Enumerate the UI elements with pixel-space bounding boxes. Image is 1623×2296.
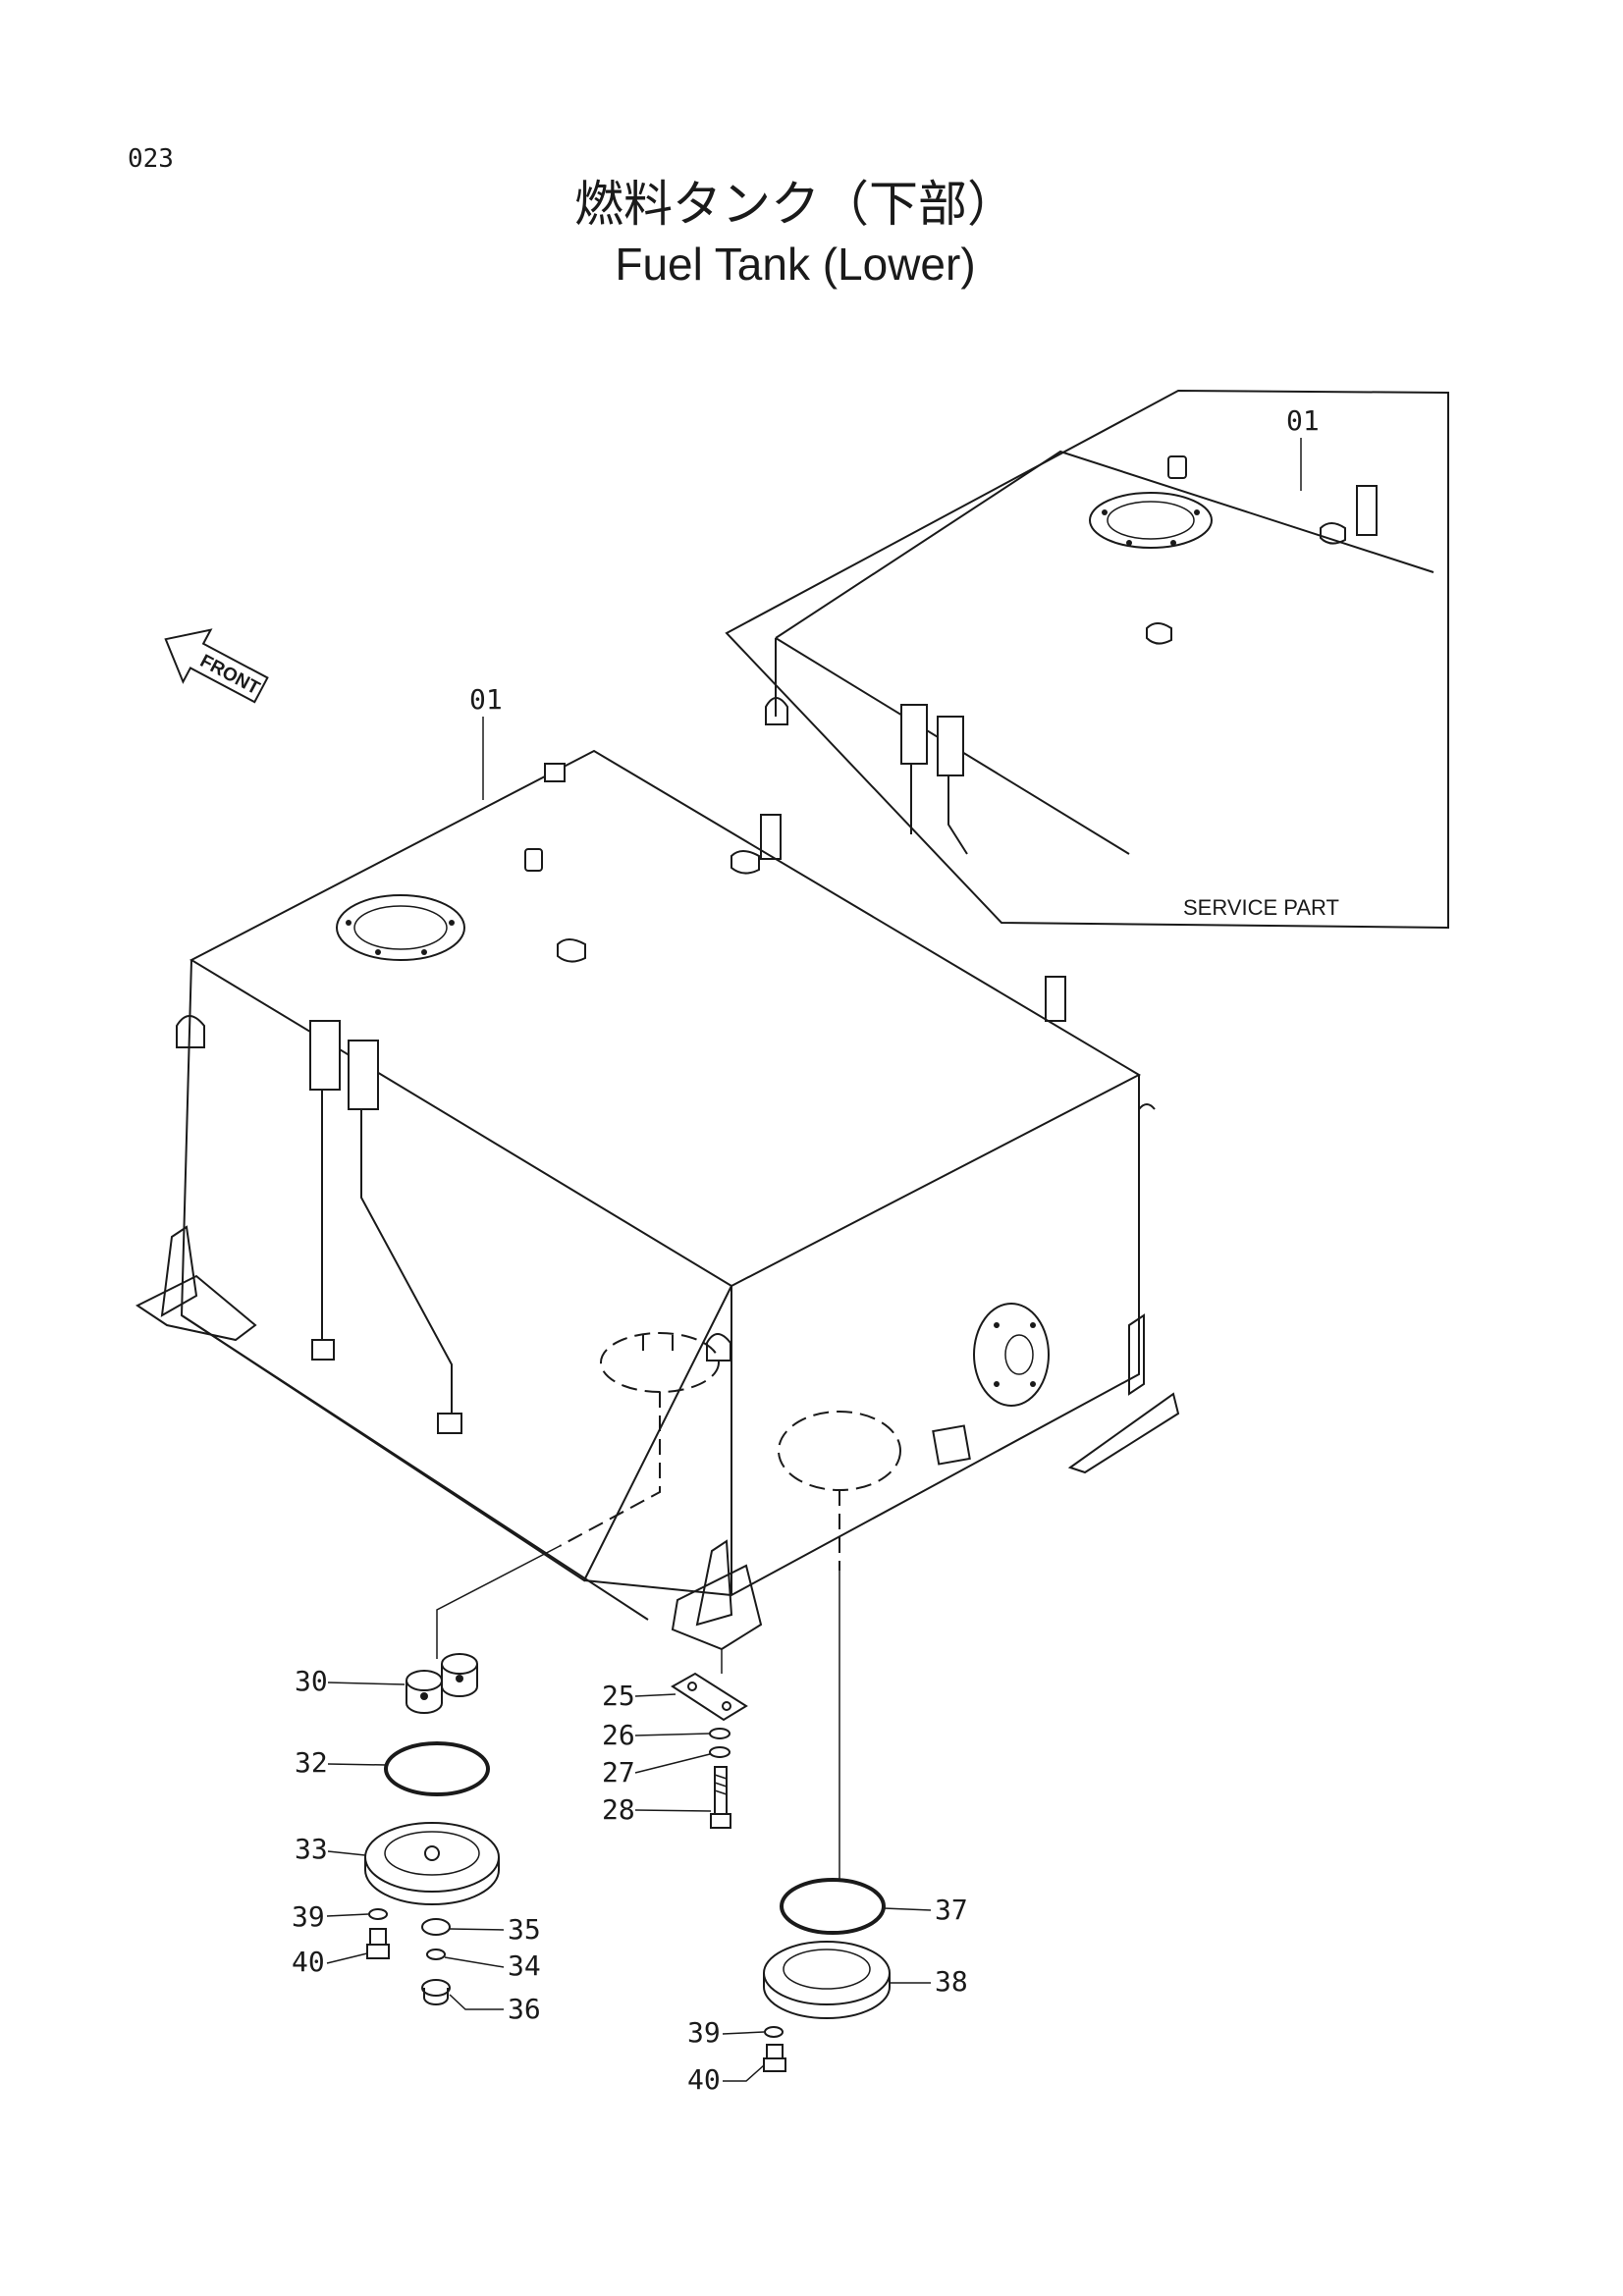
part-39-washer-icon: [368, 1908, 388, 1920]
callout-36: 36: [508, 1993, 541, 2025]
part-37-o-ring-icon: [780, 1878, 886, 1935]
fuel-tank-main: [135, 749, 1180, 1651]
callout-37: 37: [935, 1894, 968, 1926]
flange-icon: [973, 1303, 1050, 1407]
service-part-inset: 01 SERVICE PART: [725, 389, 1449, 930]
part-34-ring-icon: [426, 1949, 446, 1960]
part-33-cover-icon: [364, 1822, 500, 1905]
page-number: 023: [128, 144, 174, 174]
callout-33: 33: [295, 1833, 328, 1865]
callout-35: 35: [508, 1913, 541, 1946]
hatch-ring-icon: [1089, 492, 1213, 549]
part-32-o-ring-icon: [384, 1741, 490, 1796]
part-40-bolt-right-icon: [763, 2044, 786, 2072]
breather-icon: [1167, 455, 1187, 479]
callout-25: 25: [602, 1680, 635, 1712]
callout-26: 26: [602, 1719, 635, 1751]
callout-39-right: 39: [687, 2016, 721, 2049]
title-english: Fuel Tank (Lower): [615, 239, 975, 290]
fill-hatch-icon: [336, 894, 465, 961]
callout-28: 28: [602, 1793, 635, 1826]
part-36-plug-icon: [421, 1979, 451, 2005]
part-25-plate-icon: [671, 1672, 748, 1722]
callout-32: 32: [295, 1746, 328, 1779]
callout-01-main: 01: [469, 683, 503, 716]
part-38-cover-icon: [763, 1941, 891, 2019]
part-30-bushing-icon: [406, 1653, 478, 1714]
front-arrow-icon: FRONT: [164, 628, 269, 704]
part-27-lock-washer-icon: [709, 1746, 730, 1758]
callout-40-left: 40: [292, 1946, 325, 1978]
callout-39-left: 39: [292, 1900, 325, 1933]
callout-40-right: 40: [687, 2063, 721, 2096]
callout-27: 27: [602, 1756, 635, 1789]
part-35-seal-icon: [421, 1918, 451, 1936]
service-part-label: SERVICE PART: [1183, 895, 1339, 920]
callout-30: 30: [295, 1665, 328, 1697]
part-40-bolt-icon: [366, 1928, 390, 1959]
callout-34: 34: [508, 1949, 541, 1982]
part-39-washer-right-icon: [764, 2026, 784, 2038]
part-28-bolt-icon: [710, 1766, 731, 1829]
callout-01-service: 01: [1286, 404, 1320, 437]
callout-38: 38: [935, 1965, 968, 1998]
title-japanese: 燃料タンク（下部）: [574, 177, 1016, 232]
part-26-washer-icon: [709, 1728, 730, 1739]
